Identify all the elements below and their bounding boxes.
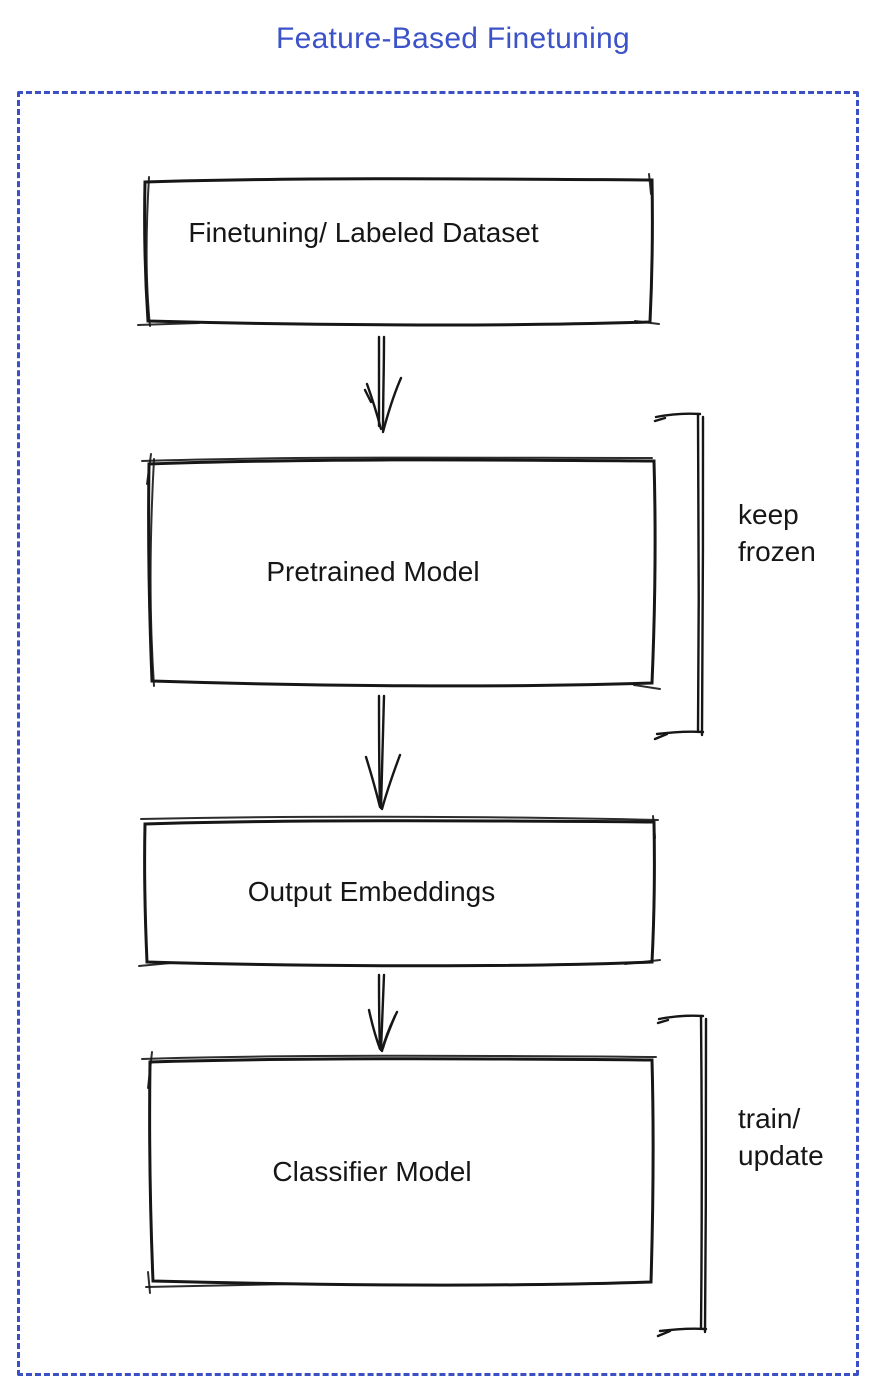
annotation-keep-frozen: keep frozen xyxy=(738,496,816,570)
sketch-border xyxy=(141,453,661,690)
box-output-embeddings: Output Embeddings xyxy=(137,812,662,972)
right-bracket-keep-frozen xyxy=(653,412,705,741)
dashed-boundary xyxy=(17,91,859,1376)
down-arrow-icon xyxy=(367,973,399,1053)
box-label: Finetuning/ Labeled Dataset xyxy=(188,217,539,248)
annotation-train-update: train/ update xyxy=(738,1100,824,1174)
annotation-line: train/ xyxy=(738,1103,801,1134)
box-label: Output Embeddings xyxy=(247,876,496,907)
box-pretrained-model: Pretrained Model xyxy=(140,452,662,692)
sketch-border xyxy=(137,173,660,327)
right-bracket-train-update xyxy=(656,1014,708,1338)
down-arrow-icon xyxy=(363,335,403,434)
box-label: Pretrained Model xyxy=(266,556,480,587)
down-arrow-icon xyxy=(364,694,402,811)
annotation-line: update xyxy=(738,1140,824,1171)
annotation-line: keep xyxy=(738,499,799,530)
annotation-line: frozen xyxy=(738,536,816,567)
box-classifier-model: Classifier Model xyxy=(140,1050,660,1294)
diagram-title: Feature-Based Finetuning xyxy=(275,22,631,55)
box-label: Classifier Model xyxy=(272,1155,472,1187)
sketch-border xyxy=(138,815,661,968)
sketch-border xyxy=(141,1051,657,1294)
box-finetuning-labeled-dataset: Finetuning/ Labeled Dataset xyxy=(137,172,660,332)
